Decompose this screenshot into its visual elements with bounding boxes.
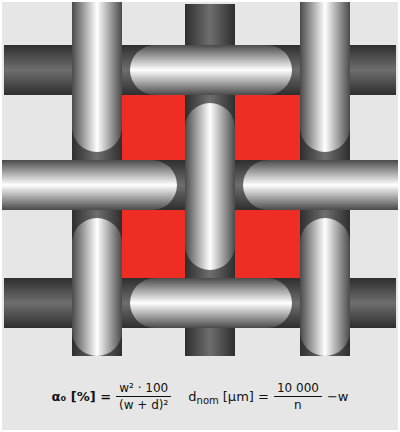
formula-term: α₀ [%] = [52,389,111,404]
formula-term: d [188,389,196,404]
formula-term: [µm] = [223,389,269,404]
fraction: 10 000n [274,381,322,412]
wire [0,0,400,356]
formula-term: −w [327,389,349,404]
numerator: w² · 100 [116,381,171,397]
denominator: (w + d)² [116,397,171,412]
fraction: w² · 100(w + d)² [116,381,171,412]
numerator: 10 000 [274,381,322,397]
formula-row: α₀ [%] = w² · 100(w + d)² dnom [µm] = 10 000… [0,368,400,424]
subscript: nom [197,395,219,406]
denominator: n [291,397,305,412]
